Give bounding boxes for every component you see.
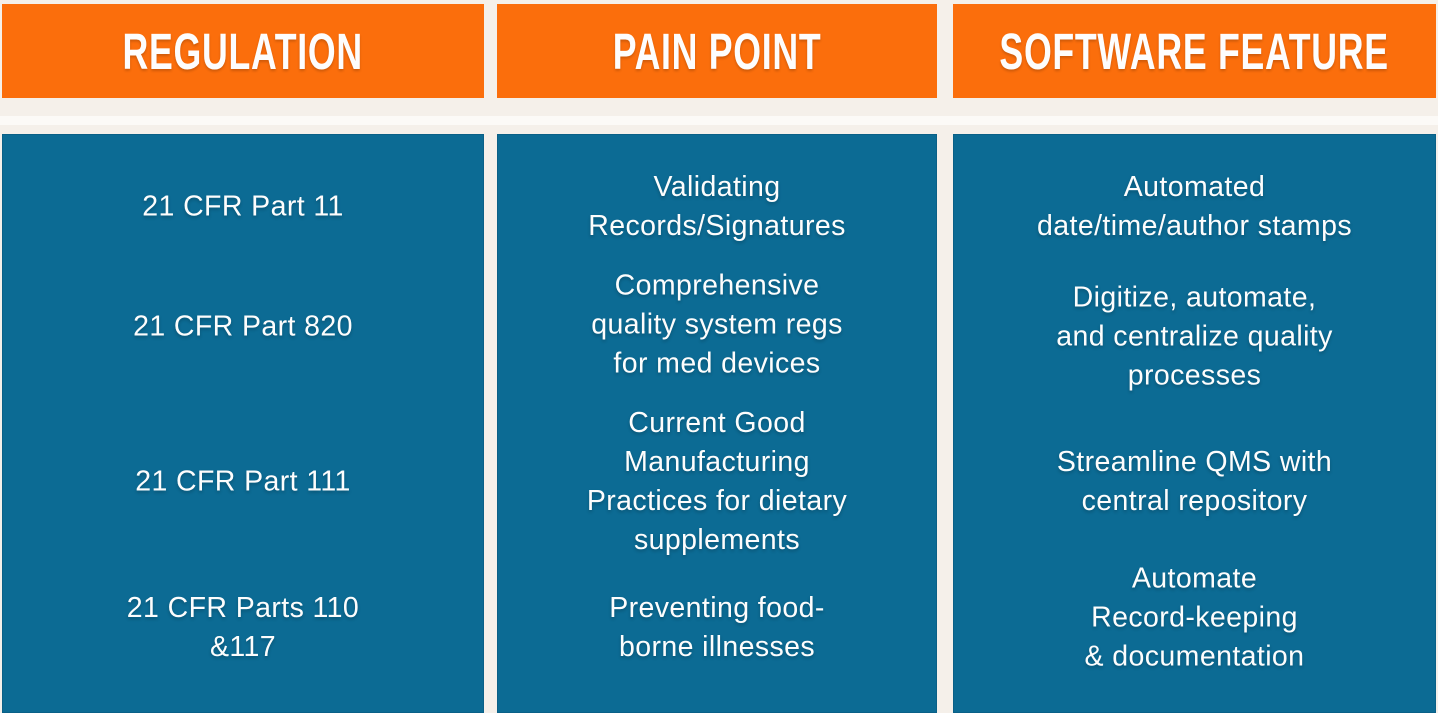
cell-software-feature-row4: Automate Record-keeping & documentation: [1084, 562, 1305, 673]
software-feature-panel: Automated date/time/author stamps Digiti…: [953, 134, 1436, 713]
cell-regulation-row1: 21 CFR Part 11: [142, 190, 344, 223]
cell-regulation-row3: 21 CFR Part 111: [135, 465, 351, 498]
regulation-panel: 21 CFR Part 11 21 CFR Part 820 21 CFR Pa…: [2, 134, 484, 713]
column-header-software-feature-label: SOFTWARE FEATURE: [999, 22, 1390, 80]
cell-regulation-row2: 21 CFR Part 820: [133, 310, 353, 343]
cell-pain-point-row3: Current Good Manufacturing Practices for…: [586, 407, 848, 556]
column-header-pain-point: PAIN POINT: [497, 4, 937, 98]
column-software-feature: SOFTWARE FEATURE Automated date/time/aut…: [953, 0, 1436, 713]
horizontal-divider: [0, 116, 1438, 125]
column-header-regulation-label: REGULATION: [122, 22, 364, 80]
cell-regulation-row4: 21 CFR Parts 110 &117: [126, 592, 360, 663]
column-header-regulation: REGULATION: [2, 4, 484, 98]
column-header-pain-point-label: PAIN POINT: [612, 22, 822, 80]
cell-pain-point-row4: Preventing food- borne illnesses: [609, 592, 825, 663]
cell-software-feature-row2: Digitize, automate, and centralize quali…: [1056, 281, 1333, 392]
column-header-software-feature: SOFTWARE FEATURE: [953, 4, 1436, 98]
cell-software-feature-row1: Automated date/time/author stamps: [1037, 171, 1352, 242]
pain-point-panel: Validating Records/Signatures Comprehens…: [497, 134, 937, 713]
cell-pain-point-row2: Comprehensive quality system regs for me…: [591, 269, 843, 380]
column-regulation: REGULATION 21 CFR Part 11 21 CFR Part 82…: [2, 0, 484, 713]
cell-pain-point-row1: Validating Records/Signatures: [588, 171, 846, 242]
column-pain-point: PAIN POINT Validating Records/Signatures…: [497, 0, 937, 713]
cell-software-feature-row3: Streamline QMS with central repository: [1056, 446, 1333, 517]
